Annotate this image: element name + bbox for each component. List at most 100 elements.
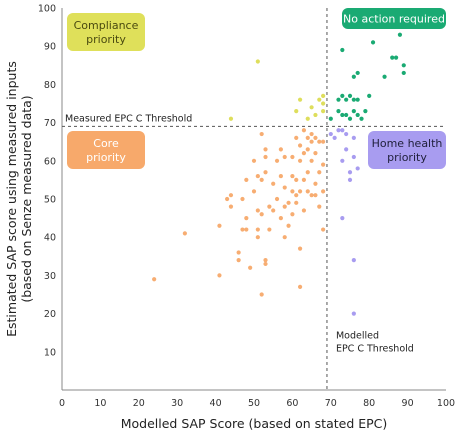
data-point-core (294, 193, 299, 198)
data-point-core (297, 158, 303, 163)
data-point-core (255, 235, 260, 240)
data-point-home-health (355, 166, 360, 171)
data-point-core (297, 284, 303, 289)
data-point-core (309, 139, 314, 144)
data-point-compliance (255, 59, 260, 64)
data-point-core (313, 193, 318, 198)
data-point-core (259, 212, 264, 217)
data-point-core (217, 223, 222, 228)
data-point-core (263, 154, 268, 160)
y-axis-title-line2: (based on Senze measured data) (19, 95, 34, 302)
data-point-core (286, 200, 291, 205)
data-point-core (255, 208, 260, 213)
x-tick-label: 70 (325, 398, 337, 409)
y-tick-label: 10 (44, 347, 56, 358)
y-tick-label: 40 (44, 233, 56, 244)
data-point-compliance (305, 116, 310, 121)
x-threshold-label-line2: EPC C Threshold (336, 343, 414, 354)
x-tick-label: 90 (402, 398, 414, 409)
x-tick-label: 50 (248, 398, 260, 409)
data-point-core (236, 258, 241, 263)
data-point-no-action (344, 112, 349, 118)
data-point-core (274, 158, 280, 163)
data-point-core (294, 177, 299, 182)
data-point-core (317, 170, 322, 175)
data-point-core (282, 185, 287, 190)
data-point-core (244, 227, 249, 232)
quadrant-label-compliance: priority (86, 33, 126, 46)
y-tick-label: 30 (44, 271, 56, 282)
data-point-no-action (367, 93, 372, 98)
quadrant-box-home-health (368, 131, 446, 169)
data-point-home-health (351, 135, 356, 140)
data-point-core (321, 139, 326, 144)
quadrant-box-no-action (342, 8, 446, 29)
data-point-core (182, 231, 187, 236)
x-axis-title: Modelled SAP Score (based on stated EPC) (121, 416, 388, 431)
data-point-core (282, 204, 287, 209)
data-point-no-action (359, 116, 364, 121)
data-point-core (294, 135, 299, 140)
data-point-core (278, 216, 283, 221)
data-point-core (297, 246, 303, 251)
data-point-home-health (340, 158, 345, 163)
data-point-core (259, 292, 264, 297)
data-point-core (313, 151, 318, 156)
quadrant-label-home-health: priority (387, 151, 427, 164)
data-point-core (321, 162, 326, 167)
data-point-no-action (336, 109, 341, 114)
data-point-core (225, 196, 230, 202)
data-point-no-action (355, 70, 360, 76)
x-tick-label: 60 (286, 398, 298, 409)
data-point-core (313, 181, 318, 186)
x-threshold-label-line1: Modelled (336, 330, 379, 341)
y-tick-label: 20 (44, 309, 56, 320)
data-point-core (321, 227, 326, 232)
quadrant-box-compliance (67, 13, 145, 51)
data-point-core (294, 200, 299, 205)
x-tick-label: 20 (133, 398, 145, 409)
data-point-home-health (351, 154, 356, 160)
data-point-no-action (351, 109, 356, 114)
data-point-core (152, 277, 157, 282)
data-point-core (282, 235, 287, 240)
data-point-core (240, 227, 245, 232)
data-point-core (263, 261, 268, 267)
data-point-core (248, 265, 253, 270)
data-point-core (290, 173, 295, 179)
x-tick-label: 100 (437, 398, 455, 409)
data-point-home-health (351, 311, 356, 316)
data-point-home-health (340, 216, 345, 221)
data-point-no-action (390, 55, 395, 60)
data-point-core (305, 189, 310, 194)
data-point-compliance (228, 116, 234, 121)
data-point-no-action (344, 97, 349, 102)
data-point-no-action (382, 74, 387, 79)
data-point-core (309, 131, 314, 137)
data-point-no-action (351, 97, 356, 102)
data-point-core (301, 151, 307, 156)
data-point-no-action (336, 97, 341, 102)
data-point-core (321, 189, 326, 194)
data-point-core (251, 189, 257, 194)
data-point-core (297, 143, 303, 148)
data-point-home-health (328, 131, 333, 137)
data-point-no-action (397, 32, 403, 37)
y-axis-title-line1: Estimated SAP score using measured input… (4, 61, 19, 337)
data-point-no-action (355, 112, 360, 118)
data-point-core (305, 147, 310, 152)
data-point-core (278, 173, 283, 179)
data-point-home-health (344, 147, 349, 152)
quadrant-box-core (67, 131, 145, 169)
data-point-no-action (340, 47, 345, 53)
data-point-core (255, 227, 260, 232)
data-point-compliance (313, 112, 318, 118)
data-point-core (228, 204, 234, 209)
data-point-home-health (340, 128, 345, 133)
data-point-compliance (321, 93, 326, 98)
data-point-core (267, 204, 272, 209)
data-point-no-action (340, 93, 345, 98)
data-point-core (301, 177, 307, 182)
data-point-core (274, 196, 280, 202)
data-point-core (255, 173, 260, 179)
